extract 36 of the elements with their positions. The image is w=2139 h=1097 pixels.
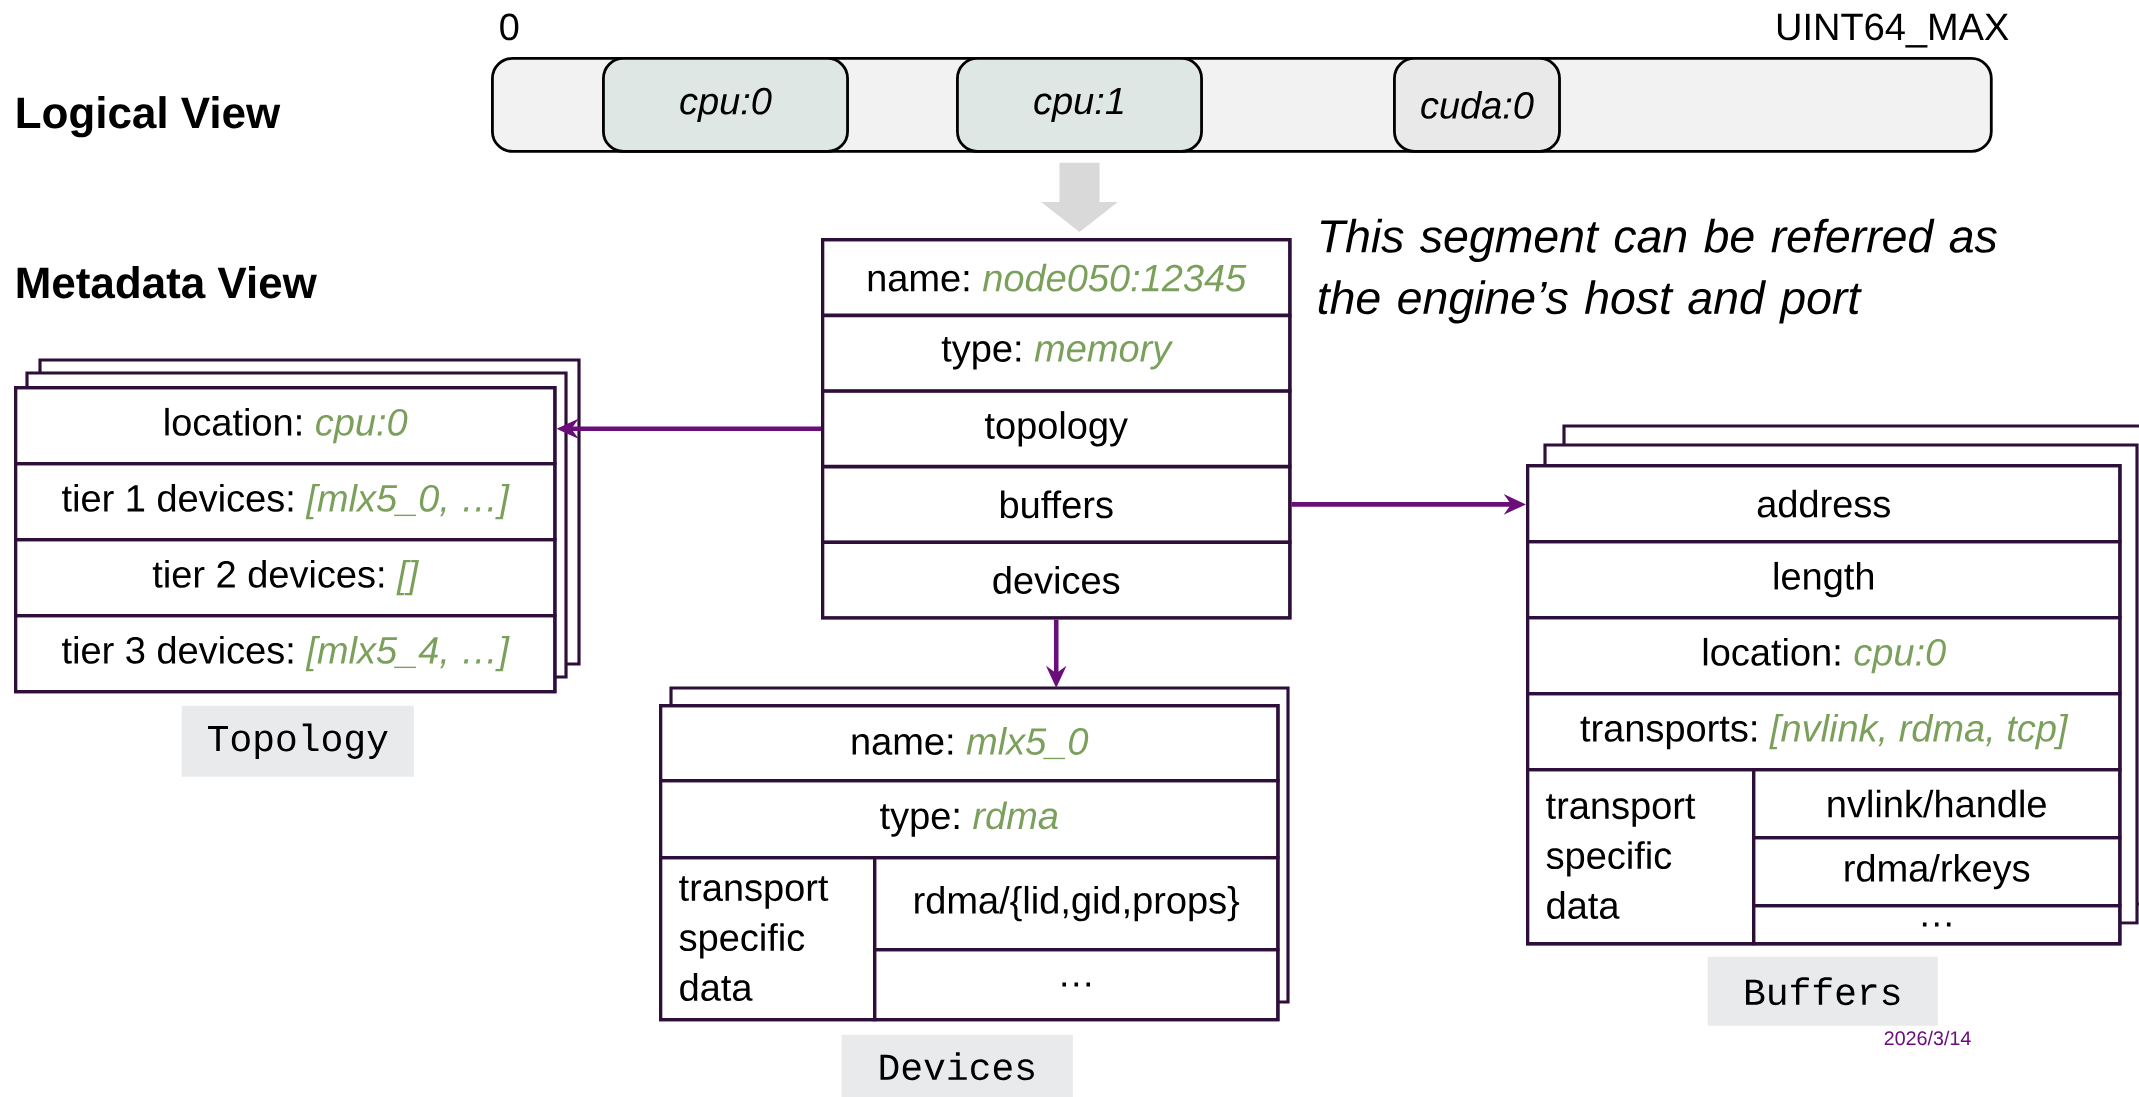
table-row: tier 3 devices: [mlx5_4, …]	[14, 613, 557, 694]
value-label: 0	[500, 13, 519, 41]
segment-box: cuda:0	[1393, 57, 1561, 153]
table-row: tier 1 devices: [mlx5_0, …]	[14, 462, 557, 542]
table-row: name: node050:12345	[821, 238, 1292, 318]
table-row: type: memory	[821, 313, 1292, 393]
table-row: …	[873, 948, 1280, 1022]
caption-box: Topology	[181, 705, 414, 777]
table-row: length	[1526, 540, 2122, 620]
table-row: devices	[821, 540, 1292, 620]
table-row: buffers	[821, 464, 1292, 544]
segment-box: cpu:0	[602, 57, 849, 153]
table-frame	[659, 704, 1280, 1022]
table-row: name: mlx5_0	[659, 704, 1280, 783]
view-title: Metadata View	[17, 266, 317, 299]
table-row: topology	[821, 389, 1292, 469]
table-row: location: cpu:0	[1526, 616, 2122, 696]
table-cell: transport specific data	[659, 856, 877, 1022]
table-row: location: cpu:0	[14, 386, 557, 466]
segment-box: cpu:1	[956, 57, 1203, 153]
table-row: rdma/{lid,gid,props}	[873, 856, 1280, 952]
view-title: Logical View	[17, 96, 281, 138]
table-row: rdma/rkeys	[1752, 835, 2122, 908]
table-row: …	[1752, 904, 2122, 946]
table-row: transports: [nvlink, rdma, tcp]	[1526, 691, 2122, 772]
table-row: address	[1526, 464, 2122, 544]
note-text: This segment can be referred as the engine’s host and port	[1318, 218, 1997, 324]
table-row: nvlink/handle	[1752, 767, 2122, 840]
table-row: type: rdma	[659, 778, 1280, 860]
value-label: UINT64_MAX	[1777, 13, 2009, 48]
table-cell: transport specific data	[1526, 767, 1756, 946]
caption-box: Devices	[841, 1034, 1073, 1097]
caption-box: Buffers	[1707, 956, 1938, 1026]
table-frame	[1526, 464, 2122, 946]
table-row: tier 2 devices: []	[14, 538, 557, 618]
date-text: 2026/3/14	[1884, 1030, 1971, 1046]
